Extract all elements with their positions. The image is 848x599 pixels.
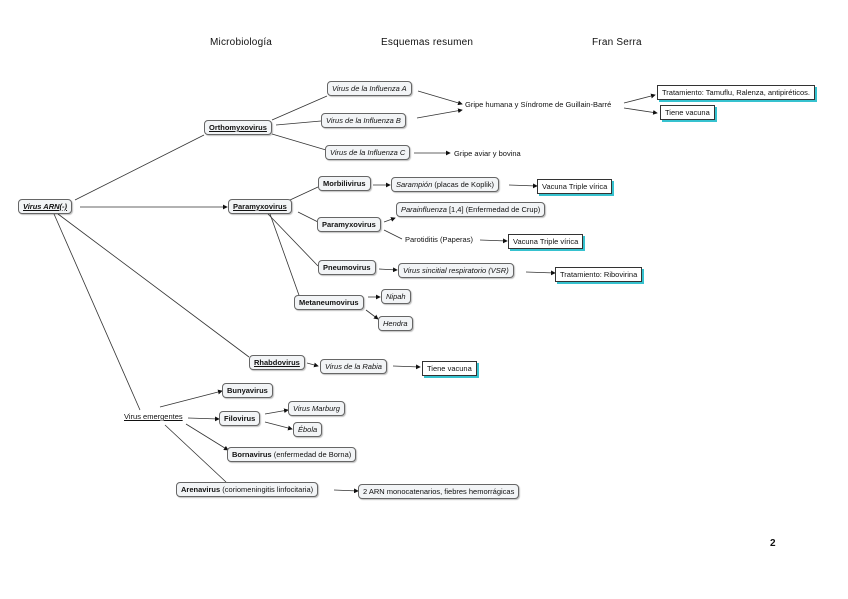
sarampion-name: Sarampión	[396, 180, 433, 189]
page-number: 2	[770, 538, 776, 549]
node-bunyavirus[interactable]: Bunyavirus	[222, 383, 273, 398]
node-tratamiento-vsr[interactable]: Tratamiento: Ribovirina	[555, 267, 643, 282]
node-paramyxovirus-genus[interactable]: Paramyxovirus	[317, 217, 381, 232]
header-author: Fran Serra	[592, 37, 642, 48]
node-pneumovirus[interactable]: Pneumovirus	[318, 260, 376, 275]
parainfluenza-name: Parainfluenza	[401, 205, 447, 214]
node-hendra[interactable]: Hendra	[378, 316, 413, 331]
header-title: Esquemas resumen	[381, 37, 474, 48]
node-metaneumovirus[interactable]: Metaneumovirus	[294, 295, 364, 310]
node-morbilivirus[interactable]: Morbilivirus	[318, 176, 371, 191]
label-virus-emergentes[interactable]: Virus emergentes	[124, 412, 183, 421]
node-tratamiento-gripe[interactable]: Tratamiento: Tamuflu, Ralenza, antipirét…	[657, 85, 815, 100]
node-orthomyxovirus[interactable]: Orthomyxovirus	[204, 120, 272, 135]
node-ebola[interactable]: Ébola	[293, 422, 323, 437]
node-filovirus[interactable]: Filovirus	[219, 411, 261, 426]
node-arenavirus[interactable]: Arenavirus (coriomeningitis linfocitaria…	[176, 482, 319, 497]
node-influenza-c[interactable]: Virus de la Influenza C	[325, 145, 411, 160]
node-vacuna-parotiditis[interactable]: Vacuna Triple vírica	[508, 234, 584, 249]
node-nipah[interactable]: Nipah	[381, 289, 411, 304]
node-vacuna-sarampion[interactable]: Vacuna Triple vírica	[537, 179, 613, 194]
node-vsr[interactable]: Virus sincitial respiratorio (VSR)	[398, 263, 514, 278]
label-gripe-aviar: Gripe aviar y bovina	[454, 149, 521, 158]
parainfluenza-detail: [1,4] (Enfermedad de Crup)	[448, 205, 541, 214]
label-gripe-humana: Gripe humana y Síndrome de Guillain-Barr…	[465, 100, 612, 109]
node-influenza-b[interactable]: Virus de la Influenza B	[321, 113, 406, 128]
bornavirus-detail: (enfermedad de Borna)	[273, 450, 352, 459]
node-rhabdovirus[interactable]: Rhabdovirus	[249, 355, 305, 370]
node-marburg[interactable]: Virus Marburg	[288, 401, 345, 416]
node-influenza-a[interactable]: Virus de la Influenza A	[327, 81, 412, 96]
arenavirus-name: Arenavirus	[181, 485, 221, 494]
header-subject: Microbiología	[210, 37, 273, 48]
node-tiene-vacuna-gripe[interactable]: Tiene vacuna	[660, 105, 715, 120]
node-arn-monocatenarios[interactable]: 2 ARN monocatenarios, fiebres hemorrágic…	[358, 484, 520, 499]
arenavirus-detail: (coriomeningitis linfocitaria)	[222, 485, 314, 494]
sarampion-detail: (placas de Koplik)	[434, 180, 494, 189]
node-paramyxovirus-family[interactable]: Paramyxovirus	[228, 199, 292, 214]
label-parotiditis: Parotiditis (Paperas)	[405, 235, 473, 244]
node-parainfluenza[interactable]: Parainfluenza [1,4] (Enfermedad de Crup)	[396, 202, 546, 217]
node-bornavirus[interactable]: Bornavirus (enfermedad de Borna)	[227, 447, 357, 462]
node-tiene-vacuna-rabia[interactable]: Tiene vacuna	[422, 361, 477, 376]
node-rabia[interactable]: Virus de la Rabia	[320, 359, 387, 374]
node-sarampion[interactable]: Sarampión (placas de Koplik)	[391, 177, 499, 192]
bornavirus-name: Bornavirus	[232, 450, 272, 459]
node-virus-arn[interactable]: Virus ARN(-)	[18, 199, 73, 214]
